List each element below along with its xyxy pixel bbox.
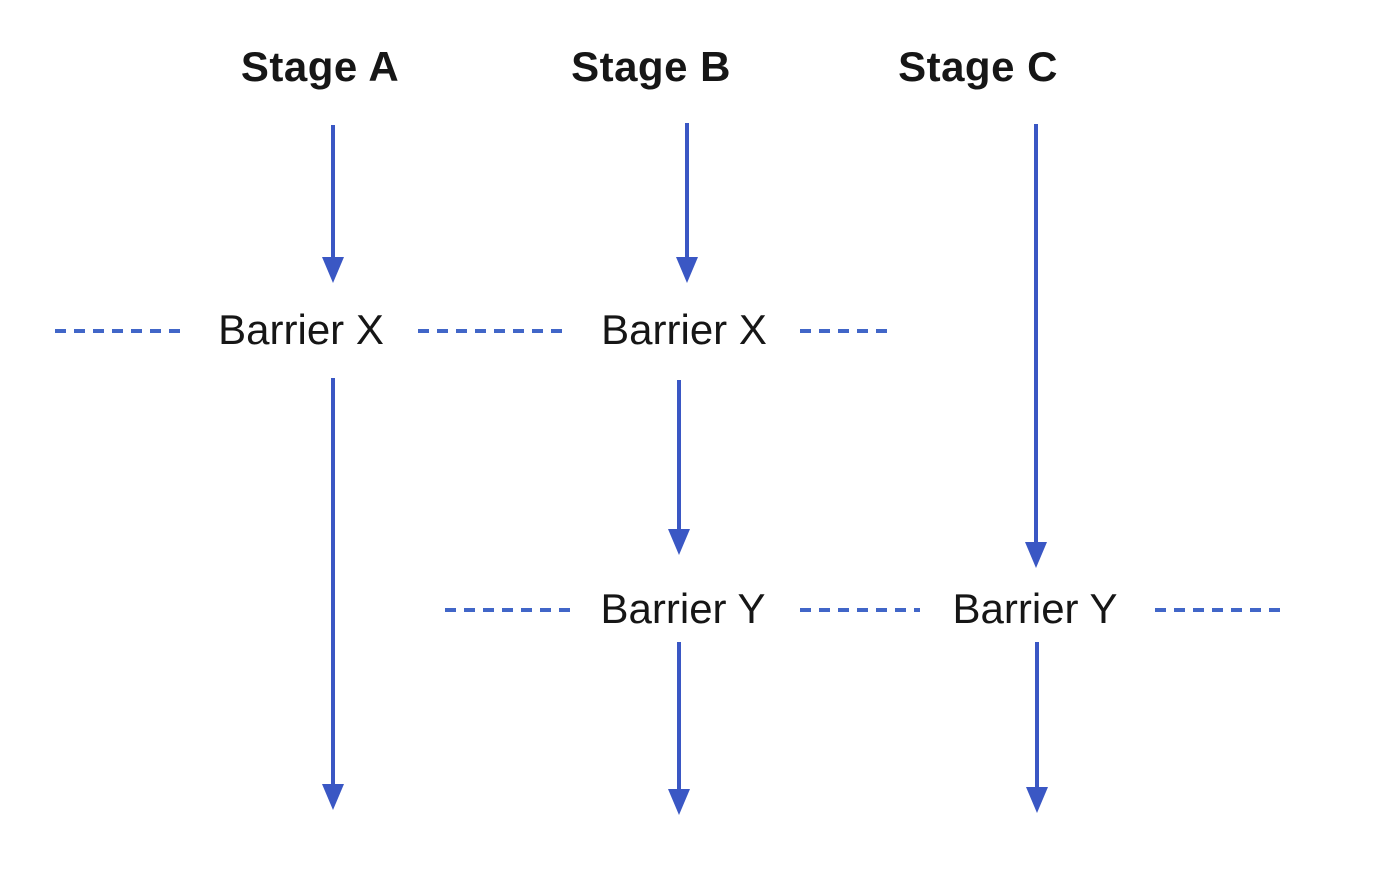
arrow-head [676, 257, 698, 283]
stage-b-arrow-segment-3 [668, 642, 690, 815]
stage-b-arrow-segment-1 [676, 123, 698, 283]
arrow-head [668, 529, 690, 555]
arrow-head [1026, 787, 1048, 813]
stage-a-label: Stage A [240, 43, 400, 90]
stage-b-arrow-segment-2 [668, 380, 690, 555]
stage-b-label: Stage B [571, 43, 731, 90]
barrier-x-label-stage-a: Barrier X [218, 306, 384, 353]
stage-c-label: Stage C [898, 43, 1058, 90]
stage-c-arrow-segment-2 [1026, 642, 1048, 813]
arrow-head [322, 257, 344, 283]
stage-a-arrow-segment-1 [322, 125, 344, 283]
arrow-head [668, 789, 690, 815]
arrow-head [1025, 542, 1047, 568]
barrier-x-label-stage-b: Barrier X [601, 306, 767, 353]
arrow-head [322, 784, 344, 810]
stage-a-arrow-segment-2 [322, 378, 344, 810]
stage-c-arrow-segment-1 [1025, 124, 1047, 568]
barrier-y-label-stage-c: Barrier Y [952, 585, 1118, 632]
barrier-y-label-stage-b: Barrier Y [600, 585, 766, 632]
